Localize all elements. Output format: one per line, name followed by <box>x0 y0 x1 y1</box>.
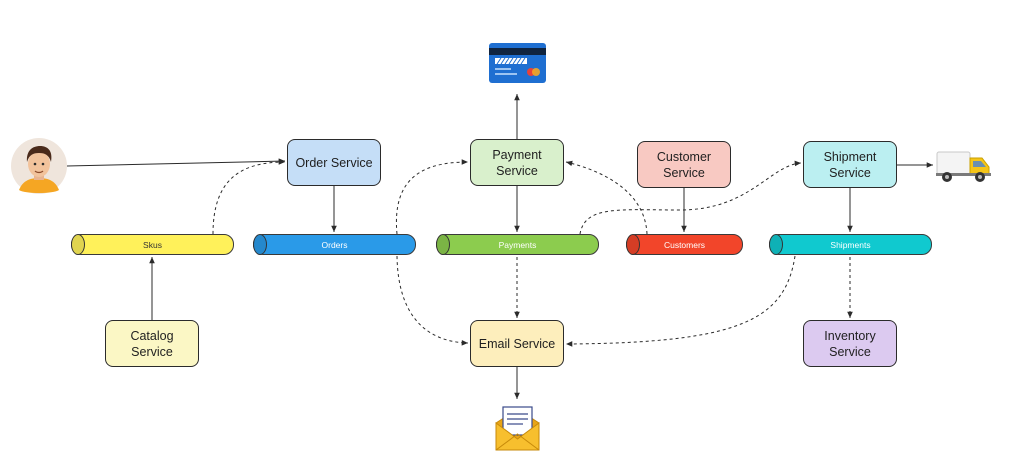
shipments-topic-label: Shipments <box>830 239 871 250</box>
payment-service: Payment Service <box>470 139 564 186</box>
delivery-truck-icon <box>936 151 991 182</box>
customers-topic-label: Customers <box>663 239 706 250</box>
shipment-service: Shipment Service <box>803 141 897 188</box>
credit-card-icon <box>489 43 546 83</box>
dashed-shipments-to-email <box>565 255 796 347</box>
dashed-orders-to-payment <box>395 159 469 235</box>
orders-topic-label: Orders <box>321 239 348 250</box>
shipments-topic: Shipments <box>769 234 932 255</box>
dashed-orders-to-email <box>396 255 469 346</box>
inventory-service: Inventory Service <box>803 320 897 367</box>
dashed-customers-to-payment <box>565 160 648 235</box>
user-avatar-icon <box>11 138 67 194</box>
catalog-service: Catalog Service <box>105 320 199 367</box>
payments-topic-label: Payments <box>498 239 537 250</box>
arrow-user-to-order <box>66 158 286 167</box>
envelope-icon <box>495 406 540 451</box>
skus-topic-label: Skus <box>143 239 162 250</box>
dashed-skus-to-order <box>212 159 286 235</box>
orders-topic: Orders <box>253 234 416 255</box>
email-service: Email Service <box>470 320 564 367</box>
customer-service: Customer Service <box>637 141 731 188</box>
skus-topic: Skus <box>71 234 234 255</box>
dashed-payments-to-shipment <box>579 160 802 235</box>
customers-topic: Customers <box>626 234 743 255</box>
order-service: Order Service <box>287 139 381 186</box>
payments-topic: Payments <box>436 234 599 255</box>
